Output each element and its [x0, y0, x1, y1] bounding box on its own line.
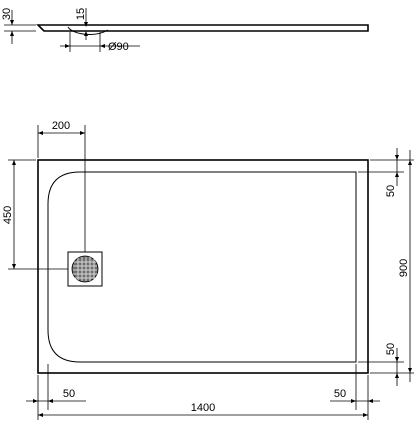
drain-offset-label: 200 [52, 120, 70, 132]
tray-outline [37, 159, 369, 374]
drain-center-label: 450 [2, 206, 14, 224]
left-margin-label: 50 [63, 388, 75, 400]
drain-grate [67, 251, 103, 287]
bottom-margin-label: 50 [385, 343, 397, 355]
plan-view: 200 450 50 900 50 [2, 120, 414, 420]
total-width-label: 1400 [191, 402, 215, 414]
drain-depth-label: 15 [75, 8, 87, 20]
side-view: 30 15 Ø90 [1, 8, 369, 53]
top-margin-label: 50 [385, 185, 397, 197]
drain-diameter-label: Ø90 [108, 41, 129, 53]
drain-profile [67, 26, 109, 35]
side-height-label: 30 [1, 8, 13, 20]
right-margin-label: 50 [334, 388, 346, 400]
tray-profile [36, 24, 369, 32]
tray-basin [47, 171, 357, 363]
total-depth-label: 900 [398, 259, 410, 277]
